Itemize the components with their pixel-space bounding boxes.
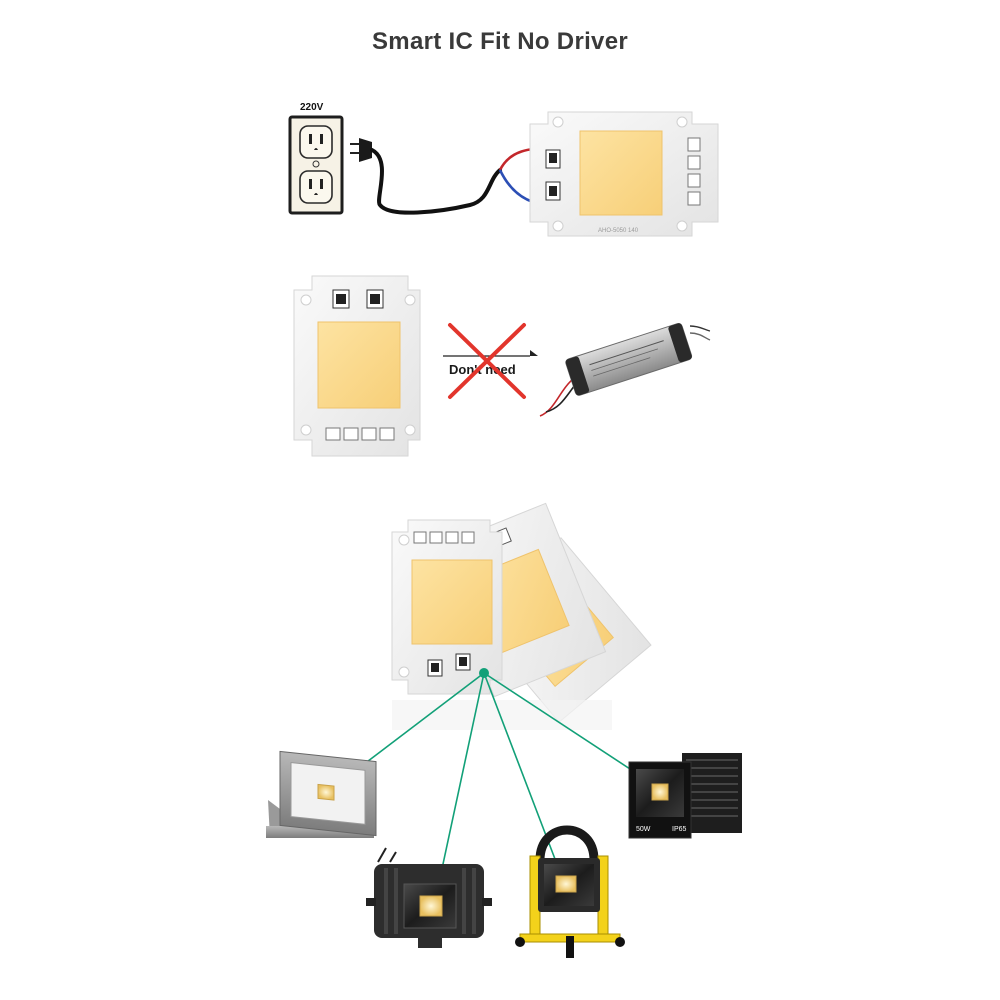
voltage-label: 220V <box>300 102 324 113</box>
ip-rating-label: IP65 <box>672 826 687 833</box>
cob-chip-stack <box>391 502 652 730</box>
cob-led-chip-front <box>293 275 421 457</box>
cob-led-chip-wired: AHO-5050 140 <box>529 111 719 237</box>
power-plug <box>350 138 553 215</box>
portable-work-light <box>515 825 625 958</box>
crossed-out-mark: Don't need <box>443 323 538 399</box>
floodlight-silver <box>266 750 377 838</box>
wall-outlet: 220V <box>288 102 344 215</box>
led-driver-module <box>539 322 711 417</box>
floodlight-black <box>366 847 492 948</box>
floodlight-50w: 50W IP65 <box>628 753 742 839</box>
page-title: Smart IC Fit No Driver <box>372 28 628 55</box>
wattage-label: 50W <box>636 826 651 833</box>
chip-marking: AHO-5050 140 <box>598 228 639 234</box>
